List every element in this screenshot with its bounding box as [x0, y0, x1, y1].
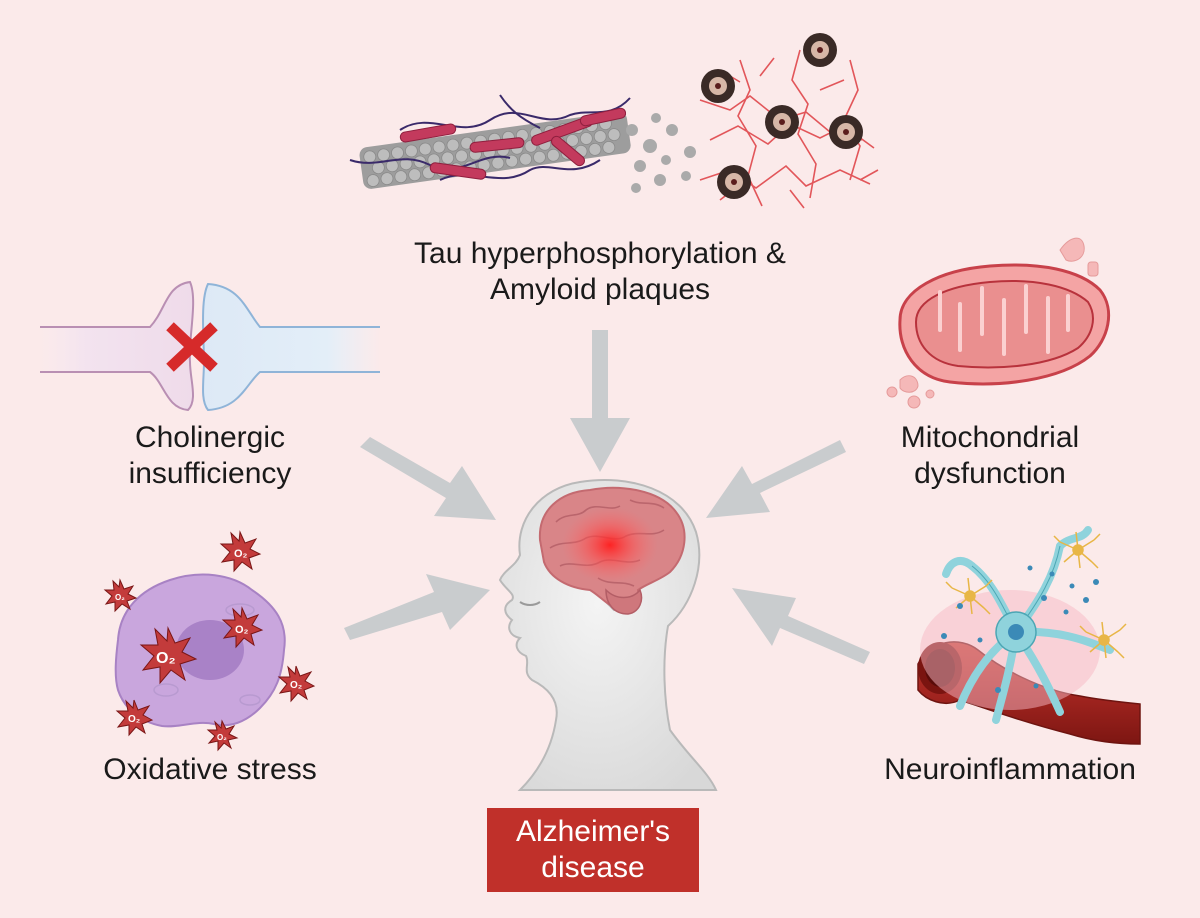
label-oxidative-stress: Oxidative stress [60, 752, 360, 788]
arrow-upper-left [360, 437, 496, 520]
tau-strands [349, 94, 631, 181]
reactive-oxygen-species: O₂ O₂ O₂ O₂ O₂ O₂ O₂ [103, 530, 316, 752]
cytokines [941, 565, 1099, 693]
label-cholinergic-line-1: Cholinergic [134, 421, 286, 454]
label-neuroinflammation-line-1: Neuroinflammation [884, 753, 1136, 786]
neuroinflammation-illustration [917, 526, 1141, 745]
svg-text:O₂: O₂ [115, 593, 125, 602]
head-illustration [498, 479, 718, 791]
tubulin-particles [626, 113, 696, 193]
o2-radical: O₂ [277, 665, 316, 703]
o2-radical: O₂ [221, 606, 264, 649]
label-oxidative-line-1: Oxidative stress [103, 753, 317, 786]
oxidative-stress-illustration: O₂ O₂ O₂ O₂ O₂ O₂ O₂ [103, 530, 316, 752]
o2-radical: O₂ [115, 699, 154, 737]
blocked-x-icon [166, 322, 218, 372]
label-tau-amyloid: Tau hyperphosphorylation & Amyloid plaqu… [350, 236, 850, 308]
microglia [945, 531, 1127, 659]
plaque [765, 105, 799, 139]
astrocyte-nucleus [1008, 624, 1024, 640]
svg-text:O₂: O₂ [217, 733, 227, 742]
tau-phosphorylated [399, 107, 627, 180]
label-mitochondrial: Mitochondrial dysfunction [840, 420, 1140, 492]
plaque [803, 33, 837, 67]
center-label-line-2: disease [541, 851, 645, 884]
svg-text:O₂: O₂ [156, 650, 176, 667]
cerebellum [605, 588, 643, 615]
label-cholinergic-line-2: insufficiency [128, 457, 292, 490]
svg-text:O₂: O₂ [128, 714, 140, 725]
o2-radical: O₂ [139, 626, 198, 685]
label-mitochondrial-line-1: Mitochondrial [900, 421, 1080, 454]
o2-radical: O₂ [103, 578, 138, 613]
amyloid-plaques [701, 33, 863, 199]
svg-text:O₂: O₂ [235, 624, 249, 636]
cristae [938, 284, 1070, 356]
cholinergic-synapse-illustration [40, 280, 380, 412]
arrow-lower-right [732, 588, 870, 664]
arrows [344, 330, 870, 664]
center-label-line-1: Alzheimer's [515, 815, 671, 848]
mitochondrion-illustration [886, 237, 1111, 409]
label-mitochondrial-line-2: dysfunction [914, 457, 1066, 490]
tau-amyloid-illustration [349, 33, 879, 209]
arrow-top [570, 330, 630, 472]
o2-radical: O₂ [219, 530, 262, 573]
label-cholinergic: Cholinergic insufficiency [60, 420, 360, 492]
plaque [701, 69, 735, 103]
svg-text:O₂: O₂ [234, 548, 248, 560]
mitochondrion-fragments [886, 237, 1099, 409]
label-tau-line-2: Amyloid plaques [489, 273, 711, 306]
o2-radical: O₂ [206, 719, 239, 752]
label-tau-line-1: Tau hyperphosphorylation & [414, 237, 786, 270]
arrow-upper-right [706, 440, 846, 518]
plaque [717, 165, 751, 199]
plaque [829, 115, 863, 149]
alzheimers-disease-box: Alzheimer's disease [487, 808, 699, 892]
eye-closed [519, 601, 541, 606]
arrow-lower-left [344, 574, 490, 640]
brain-glow [562, 507, 658, 583]
svg-text:O₂: O₂ [290, 680, 302, 691]
presynaptic-axon [40, 280, 195, 412]
label-neuroinflammation: Neuroinflammation [850, 752, 1170, 788]
